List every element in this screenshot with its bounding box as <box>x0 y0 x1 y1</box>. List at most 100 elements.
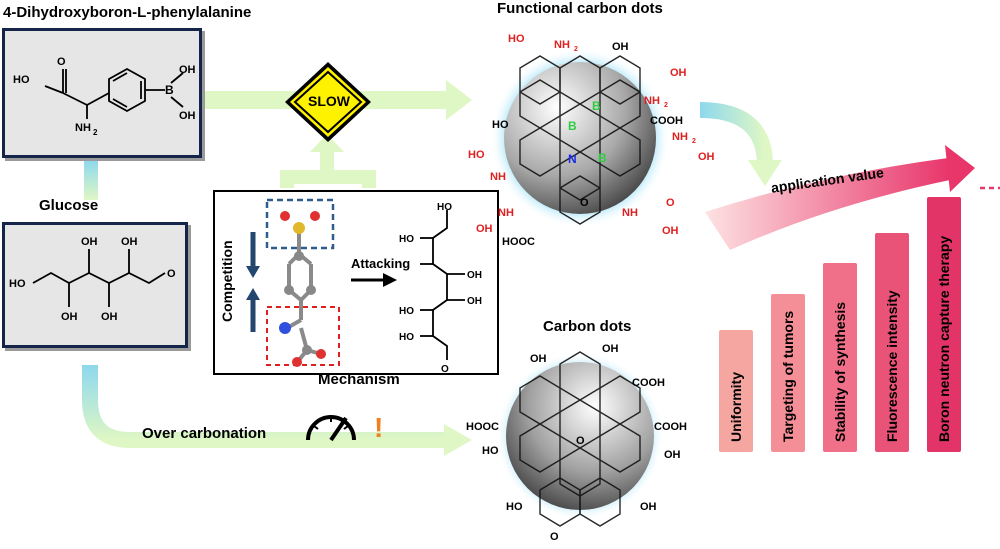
cd-oh-right: OH <box>664 449 681 461</box>
chain-oh-2: OH <box>467 296 482 307</box>
glc-oh-2: OH <box>81 236 98 248</box>
attacking-arrow-head <box>383 273 397 287</box>
nitrogen-atom <box>279 322 291 334</box>
slow-warning-sign <box>285 62 371 142</box>
cd-o-bottom: O <box>550 531 559 543</box>
fcd-nh2-right-sub: 2 <box>664 102 668 109</box>
glc-oh-1: OH <box>61 311 78 323</box>
fcd-oh-right2: OH <box>698 151 715 163</box>
competition-arrow-down-head <box>246 266 260 278</box>
oh-label-1: OH <box>179 64 196 76</box>
fcd-nh2-top: NH <box>554 39 570 51</box>
carbon-atom-1 <box>294 251 304 261</box>
fcd-ho-left2: HO <box>468 149 485 161</box>
oxygen-atom-3 <box>316 349 326 359</box>
cd-cooh-right: COOH <box>654 421 687 433</box>
application-bar-label: Targeting of tumors <box>780 310 796 442</box>
glc-oh-3: OH <box>101 311 118 323</box>
carbon-dot-structure: OH OH COOH HOOC COOH HO OH O OH HO O <box>466 343 687 543</box>
fcd-boron-1: B <box>592 99 601 113</box>
cd-oh-bottom-right: OH <box>640 501 657 513</box>
fcd-o-bottom2: O <box>666 197 675 209</box>
fcd-nh2-top-sub: 2 <box>574 46 578 53</box>
glc-ho: HO <box>9 278 26 290</box>
boron-label: B <box>165 83 174 97</box>
fcd-boron-3: B <box>598 151 607 165</box>
fcd-oh-bottom: OH <box>476 223 493 235</box>
mechanism-box: Competition Attacking <box>213 190 499 375</box>
cd-hooc-left: HOOC <box>466 421 499 433</box>
mechanism-to-slow-connector <box>280 134 376 188</box>
competition-arrow-up-head <box>246 288 260 300</box>
box-connector-bar <box>84 160 98 200</box>
over-carbonation-label: Over carbonation <box>142 425 267 442</box>
oxygen-atom-2 <box>310 211 320 221</box>
mechanism-illustration: Competition Attacking <box>219 198 482 375</box>
glc-o: O <box>167 268 176 280</box>
functional-dots-title: Functional carbon dots <box>497 0 663 17</box>
ho-label: HO <box>13 74 30 86</box>
fcd-o-bottom: O <box>580 197 589 209</box>
boron-atom <box>293 222 305 234</box>
phenylalanine-title: 4-Dihydroxyboron-L-phenylalanine <box>3 4 252 21</box>
cd-o-center: O <box>576 435 585 447</box>
glucose-molecule: HO OH OH OH OH O <box>9 236 176 323</box>
warning-exclamation: ! <box>374 412 384 443</box>
carbon-atom-3 <box>306 285 316 295</box>
oxygen-atom-4 <box>292 357 302 367</box>
application-value-curve <box>705 158 950 250</box>
application-bar <box>875 233 909 452</box>
application-bar-label: Uniformity <box>728 372 744 442</box>
application-bar <box>719 330 753 452</box>
fcd-nh2-right2-sub: 2 <box>692 138 696 145</box>
fcd-boron-2: B <box>568 119 577 133</box>
fcd-ho-left: HO <box>492 119 509 131</box>
fcd-nh2-right: NH <box>644 95 660 107</box>
chain-oh-1: OH <box>467 270 482 281</box>
nh2-sub: 2 <box>93 128 98 137</box>
application-bar <box>823 263 857 452</box>
boronic-acid-highlight <box>265 198 335 250</box>
chain-ho-1: HO <box>399 234 414 245</box>
slow-label: SLOW <box>308 93 350 109</box>
fcd-oh-bottom2: OH <box>662 225 679 237</box>
speedometer-icon <box>306 415 356 442</box>
application-bar <box>927 197 961 452</box>
application-bar <box>771 294 805 452</box>
fcd-nitrogen: N <box>568 152 577 166</box>
mechanism-label: Mechanism <box>318 371 400 388</box>
functional-carbon-dot-structure: B B B N HO NH 2 OH OH NH 2 COOH NH 2 OH … <box>468 33 715 248</box>
chain-o: O <box>441 364 449 373</box>
carbon-atom-4 <box>302 345 312 355</box>
cd-cooh-top: COOH <box>632 377 665 389</box>
phenylalanine-structure-box: HO O NH 2 B OH OH <box>2 28 202 158</box>
chain-ho-2: HO <box>399 306 414 317</box>
application-curve-head <box>945 145 975 192</box>
cd-oh-top: OH <box>530 353 547 365</box>
arrow-to-application <box>699 102 782 186</box>
cd-ho-bottom: HO <box>506 501 523 513</box>
cd-oh-top2: OH <box>602 343 619 355</box>
fcd-nh2-bottom2: NH <box>622 207 638 219</box>
application-bar-label: Fluorescence intensity <box>884 290 900 442</box>
oh-label-2: OH <box>179 110 196 122</box>
carbon-dots-title: Carbon dots <box>543 318 632 335</box>
glucose-title: Glucose <box>39 197 99 214</box>
fcd-oh-right: OH <box>670 67 687 79</box>
glucose-structure-box: HO OH OH OH OH O <box>2 222 188 348</box>
fcd-oh-top: OH <box>612 41 629 53</box>
chain-ho-3: HO <box>399 332 414 343</box>
fcd-nh2-right2: NH <box>672 131 688 143</box>
chain-ho-top: HO <box>437 202 452 213</box>
fcd-cooh-right: COOH <box>650 115 683 127</box>
phenylalanine-molecule: HO O NH 2 B OH OH <box>13 56 196 137</box>
cd-ho-left: HO <box>482 445 499 457</box>
competition-label: Competition <box>219 240 235 322</box>
cd-core-sphere <box>506 362 654 510</box>
oxygen-atom-1 <box>280 211 290 221</box>
nh2-label: NH <box>75 122 91 134</box>
attacking-label: Attacking <box>351 256 410 271</box>
fcd-nh2-bottom: NH <box>498 207 514 219</box>
carbon-atom-2 <box>284 285 294 295</box>
